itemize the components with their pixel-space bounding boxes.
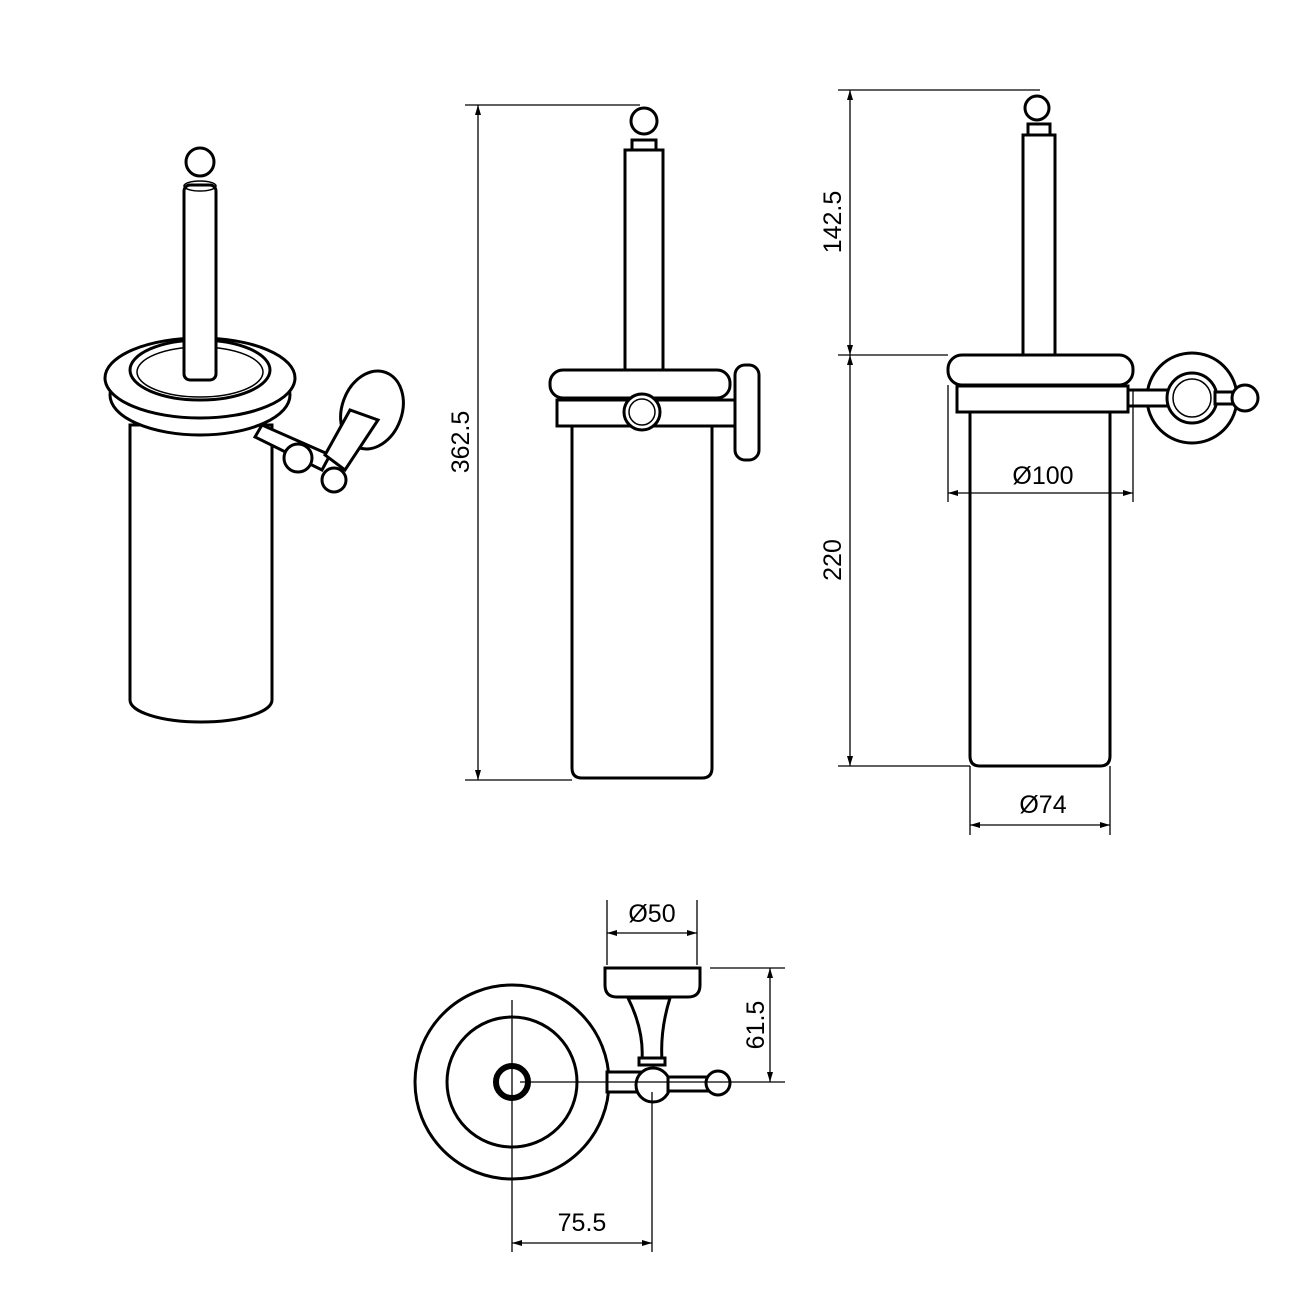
brush-handle bbox=[182, 183, 218, 382]
knob-ball bbox=[1230, 383, 1260, 413]
dim-bracket-depth: 61.5 bbox=[742, 1001, 770, 1050]
side-view bbox=[946, 94, 1260, 768]
top-view bbox=[413, 966, 785, 1252]
bracket-stem bbox=[625, 996, 673, 1062]
holder-band bbox=[955, 384, 1130, 414]
handle-ball bbox=[184, 146, 216, 178]
dim-brush-height: 142.5 bbox=[819, 191, 847, 254]
cup-body bbox=[968, 408, 1112, 768]
handle-ball bbox=[629, 106, 659, 136]
cup-body bbox=[570, 423, 714, 780]
brush-handle bbox=[623, 148, 665, 372]
bracket-ball bbox=[634, 1066, 672, 1104]
cup-body bbox=[128, 423, 274, 724]
knob-ball bbox=[704, 1069, 732, 1097]
dim-axis-offset: 75.5 bbox=[558, 1209, 607, 1237]
dimension-lines bbox=[465, 89, 1134, 1252]
brush-handle bbox=[1021, 133, 1057, 357]
handle-ball bbox=[1023, 94, 1051, 122]
bracket-neck bbox=[323, 408, 381, 473]
dim-plate-diameter: Ø50 bbox=[628, 900, 675, 928]
bracket-arm bbox=[1124, 388, 1170, 408]
isometric-view bbox=[103, 146, 405, 724]
bracket-ball bbox=[282, 442, 314, 474]
dim-lid-diameter: Ø100 bbox=[1012, 462, 1073, 490]
wall-plate bbox=[603, 966, 702, 999]
front-view bbox=[548, 106, 761, 780]
dimension-labels: 362.5 142.5 220 Ø100 Ø74 Ø50 61.5 75.5 bbox=[447, 191, 1074, 1237]
dim-cup-height: 220 bbox=[819, 539, 847, 581]
lid bbox=[946, 353, 1135, 387]
wall-plate bbox=[733, 363, 761, 462]
dim-cup-diameter: Ø74 bbox=[1019, 791, 1066, 819]
knob-ball bbox=[320, 466, 348, 494]
dim-total-height: 362.5 bbox=[447, 411, 475, 474]
